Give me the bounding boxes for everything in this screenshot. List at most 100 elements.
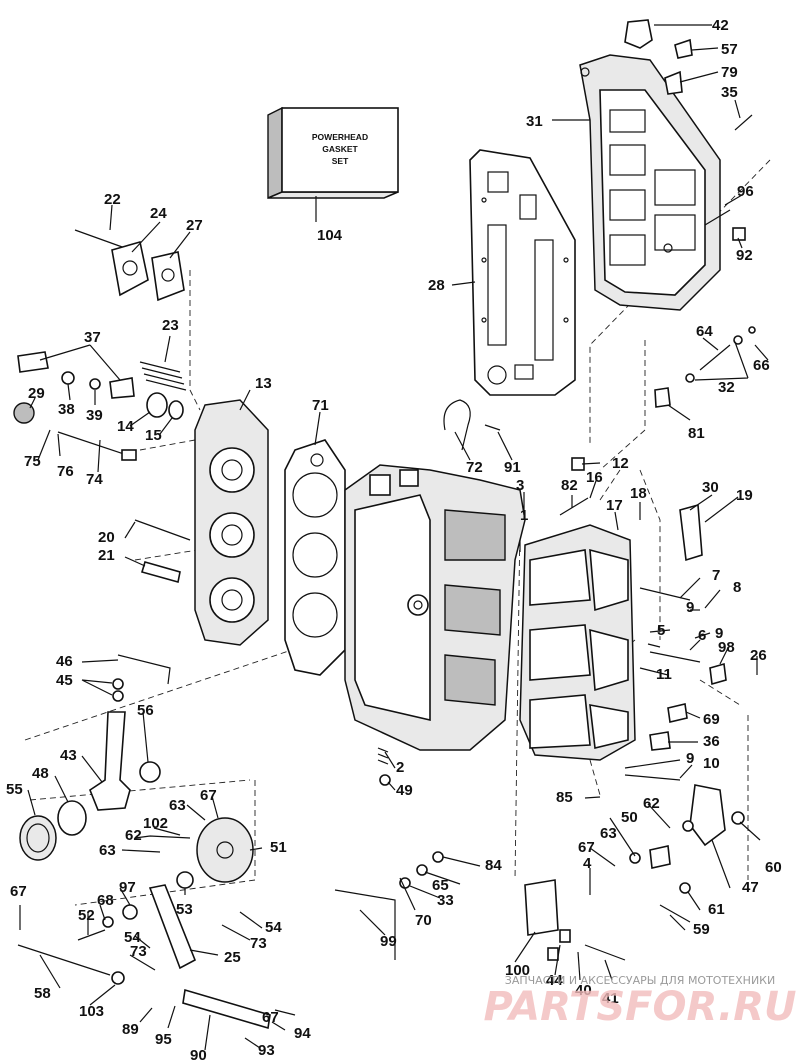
callout-46: 46	[56, 653, 73, 670]
callout-54: 54	[124, 929, 141, 946]
callout-39: 39	[86, 407, 103, 424]
callout-53: 53	[176, 901, 193, 918]
callout-54: 54	[265, 919, 282, 936]
callout-97: 97	[119, 879, 136, 896]
callout-65: 65	[432, 877, 449, 894]
callout-59: 59	[693, 921, 710, 938]
callout-9: 9	[715, 625, 723, 642]
callout-33: 33	[437, 892, 454, 909]
callout-19: 19	[736, 487, 753, 504]
callout-32: 32	[718, 379, 735, 396]
callout-99: 99	[380, 933, 397, 950]
callout-44: 44	[546, 972, 563, 989]
box-line3: SET	[332, 156, 349, 166]
watermark-caption: ЗАПЧАСТИ И АКСЕССУАРЫ ДЛЯ МОТОТЕХНИКИ	[505, 974, 775, 987]
callout-63: 63	[99, 842, 116, 859]
callout-4: 4	[583, 855, 592, 872]
callout-48: 48	[32, 765, 49, 782]
callout-35: 35	[721, 84, 738, 101]
callout-71: 71	[312, 397, 329, 414]
callout-73: 73	[130, 943, 147, 960]
head-gasket	[284, 439, 346, 676]
callout-60: 60	[765, 859, 782, 876]
callout-81: 81	[688, 425, 705, 442]
callout-14: 14	[117, 418, 134, 435]
callout-93: 93	[258, 1042, 275, 1059]
callout-17: 17	[606, 497, 623, 514]
exhaust-gasket	[469, 149, 576, 396]
callout-26: 26	[750, 647, 767, 664]
watermark: ЗАПЧАСТИ И АКСЕССУАРЫ ДЛЯ МОТОТЕХНИКИ PA…	[483, 974, 796, 1030]
callout-103: 103	[79, 1003, 104, 1020]
callout-62: 62	[125, 827, 142, 844]
callout-7: 7	[712, 567, 720, 584]
callout-57: 57	[721, 41, 738, 58]
callout-8: 8	[733, 579, 741, 596]
callout-20: 20	[98, 529, 115, 546]
callout-75: 75	[24, 453, 41, 470]
callout-64: 64	[696, 323, 713, 340]
callout-82: 82	[561, 477, 578, 494]
callout-67: 67	[262, 1009, 279, 1026]
callout-98: 98	[718, 639, 735, 656]
callout-104: 104	[317, 227, 343, 244]
callout-38: 38	[58, 401, 75, 418]
callout-102: 102	[143, 815, 168, 832]
callout-13: 13	[255, 375, 272, 392]
callout-85: 85	[556, 789, 573, 806]
callout-70: 70	[415, 912, 432, 929]
callout-2: 2	[396, 759, 404, 776]
callout-100: 100	[505, 962, 530, 979]
callout-72: 72	[466, 459, 483, 476]
callout-30: 30	[702, 479, 719, 496]
box-line1: POWERHEAD	[312, 132, 368, 142]
callout-45: 45	[56, 672, 73, 689]
callout-79: 79	[721, 64, 738, 81]
callout-9: 9	[686, 750, 694, 767]
callout-55: 55	[6, 781, 23, 798]
callout-40: 40	[575, 982, 592, 999]
callout-62: 62	[643, 795, 660, 812]
cylinder-block	[344, 464, 526, 751]
callout-92: 92	[736, 247, 753, 264]
callout-56: 56	[137, 702, 154, 719]
callout-96: 96	[737, 183, 754, 200]
callout-42: 42	[712, 17, 729, 34]
callout-41: 41	[602, 990, 619, 1007]
callout-27: 27	[186, 217, 203, 234]
callout-66: 66	[753, 357, 770, 374]
callout-1: 1	[520, 507, 528, 524]
callout-18: 18	[630, 485, 647, 502]
callout-37: 37	[84, 329, 101, 346]
callout-29: 29	[28, 385, 45, 402]
callout-47: 47	[742, 879, 759, 896]
callout-51: 51	[270, 839, 287, 856]
callout-58: 58	[34, 985, 51, 1002]
callout-67: 67	[578, 839, 595, 856]
callout-16: 16	[586, 469, 603, 486]
watermark-brand: PARTSFOR.RU	[483, 984, 796, 1030]
callout-67: 67	[10, 883, 27, 900]
callout-21: 21	[98, 547, 115, 564]
callout-84: 84	[485, 857, 502, 874]
box-line2: GASKET	[322, 144, 358, 154]
callout-23: 23	[162, 317, 179, 334]
callout-52: 52	[78, 907, 95, 924]
callout-5: 5	[657, 622, 665, 639]
callout-68: 68	[97, 892, 114, 909]
callout-43: 43	[60, 747, 77, 764]
callout-9: 9	[686, 599, 694, 616]
callout-63: 63	[169, 797, 186, 814]
leader-lines	[19, 24, 769, 1051]
callout-28: 28	[428, 277, 445, 294]
callout-15: 15	[145, 427, 162, 444]
small-parts	[13, 19, 756, 1030]
callout-24: 24	[150, 205, 167, 222]
callout-36: 36	[703, 733, 720, 750]
callout-73: 73	[250, 935, 267, 952]
callout-91: 91	[504, 459, 521, 476]
callout-11: 11	[656, 666, 672, 683]
crankcase	[519, 524, 636, 761]
